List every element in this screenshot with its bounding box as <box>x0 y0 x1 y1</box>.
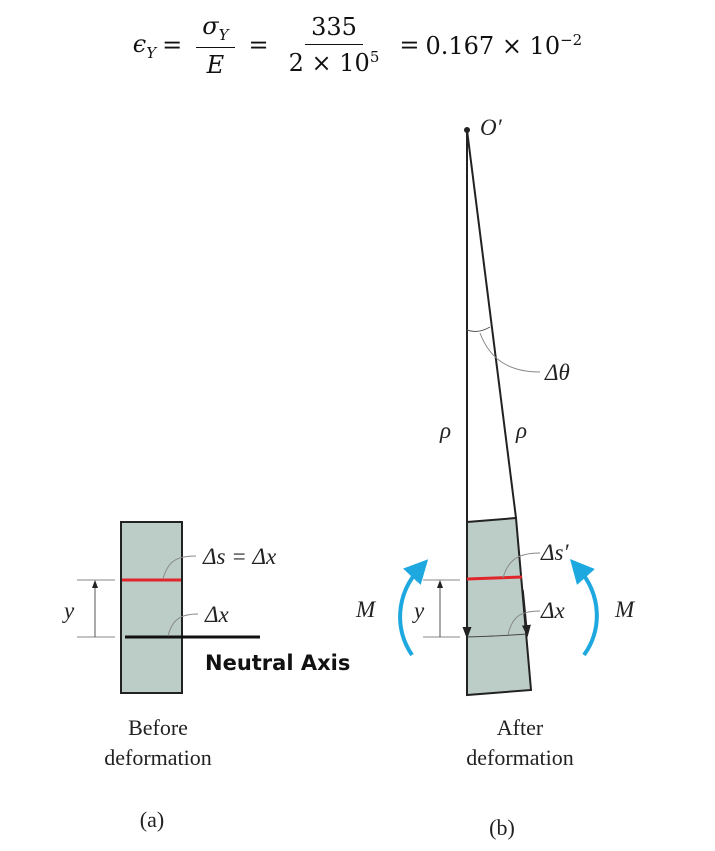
label-ds-prime: Δs′ <box>540 540 569 565</box>
caption-a-line1: Before <box>128 715 188 740</box>
label-y-b: y <box>412 598 425 623</box>
strain-symbol: ϵY <box>132 29 157 62</box>
stress-over-modulus: σY E <box>196 12 235 79</box>
label-origin: O′ <box>480 115 503 140</box>
label-dtheta: Δθ <box>544 360 570 385</box>
label-y-a: y <box>62 598 75 623</box>
label-rho-left: ρ <box>439 418 451 443</box>
red-fiber-stretched <box>466 575 523 581</box>
center-of-curvature-point <box>464 127 470 133</box>
undeformed-element <box>120 521 183 694</box>
moment-arrow-left <box>398 559 429 657</box>
numeric-fraction: 335 2 × 105 <box>288 13 380 78</box>
figure-b-after: O′ Δθ ρ ρ Δs′ Δx y M M After deformation… <box>355 115 636 840</box>
label-moment-left: M <box>355 597 377 622</box>
figure-b-tag: (b) <box>489 815 515 840</box>
figure-a-before: Δs = Δx Δx y Neutral Axis Before deforma… <box>62 521 350 832</box>
moment-arrow-right <box>570 559 599 657</box>
caption-b-line1: After <box>497 715 544 740</box>
label-ds-eq-dx: Δs = Δx <box>202 544 277 569</box>
neutral-axis-label: Neutral Axis <box>205 651 350 675</box>
yield-strain-equation: ϵY = σY E = 335 2 × 105 = 0.167 × 10−2 <box>132 12 583 79</box>
deformed-element <box>466 516 533 697</box>
caption-b-line2: deformation <box>466 745 574 770</box>
label-rho-right: ρ <box>515 418 527 443</box>
figure-a-tag: (a) <box>140 807 164 832</box>
label-moment-right: M <box>614 597 636 622</box>
caption-a-line2: deformation <box>104 745 212 770</box>
label-dx-b: Δx <box>540 598 565 623</box>
equation-result: 0.167 × 10−2 <box>425 30 583 60</box>
angle-arc <box>466 326 491 332</box>
label-dx-a: Δx <box>204 602 229 627</box>
